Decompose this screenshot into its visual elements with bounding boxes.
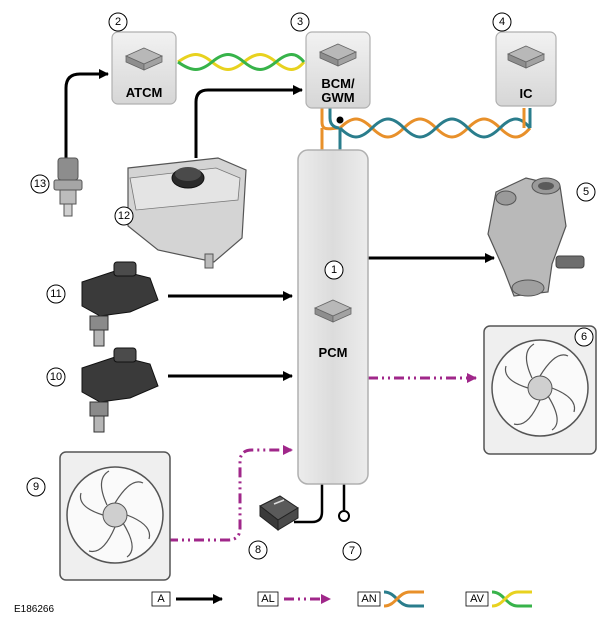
bcm-gwm-module: BCM/ GWM	[305, 31, 371, 109]
svg-text:AV: AV	[470, 593, 485, 605]
legend-item-an: AN	[357, 590, 424, 608]
figure-id: E186266	[14, 604, 54, 615]
svg-text:11: 11	[50, 288, 61, 300]
legend-item-av: AV	[465, 590, 532, 608]
callout-8: 8	[248, 540, 268, 560]
callout-1: 1	[324, 260, 344, 280]
callout-7: 7	[342, 541, 362, 561]
svg-text:AN: AN	[361, 593, 376, 605]
callout-2: 2	[108, 12, 128, 32]
legend-item-al: AL	[257, 591, 331, 607]
svg-text:13: 13	[34, 178, 46, 190]
ic-module: IC	[495, 31, 557, 107]
legend: A AL AN AV	[151, 590, 532, 608]
svg-text:7: 7	[349, 545, 355, 557]
svg-text:6: 6	[581, 331, 587, 343]
fuse-illustration	[259, 495, 299, 532]
atcm-module: ATCM	[111, 31, 177, 105]
bcm-label-line2: GWM	[321, 90, 354, 105]
hardwire-pcm-to-ground	[338, 484, 350, 522]
pressure-switch-illustration	[53, 157, 83, 217]
svg-text:4: 4	[499, 16, 505, 28]
svg-text:5: 5	[583, 186, 589, 198]
thermostat-housing-illustration	[487, 177, 585, 297]
svg-text:1: 1	[331, 264, 337, 276]
svg-text:A: A	[157, 593, 165, 605]
callout-12: 12	[114, 206, 134, 226]
callout-11: 11	[46, 284, 66, 304]
sensor-11-illustration	[81, 261, 159, 347]
cooling-fan-left-illustration	[59, 451, 171, 581]
cooling-fan-right-illustration	[483, 325, 597, 455]
hardwire-pcm-to-fuse	[294, 484, 324, 524]
coolant-tank-illustration	[127, 157, 247, 269]
svg-text:AL: AL	[261, 593, 274, 605]
sensor-10-illustration	[81, 347, 159, 433]
pcm-module: PCM	[297, 149, 369, 485]
callout-10: 10	[46, 367, 66, 387]
callout-13: 13	[30, 174, 50, 194]
svg-text:12: 12	[118, 210, 130, 222]
pwm-9-to-pcm	[168, 445, 293, 542]
svg-text:8: 8	[255, 544, 261, 556]
atcm-label: ATCM	[126, 85, 163, 100]
can-bus-yellow-green	[177, 53, 306, 71]
callout-3: 3	[290, 12, 310, 32]
pcm-label: PCM	[319, 345, 348, 360]
bcm-label-line1: BCM/	[321, 76, 355, 91]
callout-5: 5	[576, 182, 596, 202]
legend-item-a: A	[151, 591, 223, 607]
svg-text:2: 2	[115, 16, 121, 28]
svg-text:9: 9	[33, 481, 39, 493]
ic-label: IC	[520, 86, 534, 101]
hardwire-12-to-bcm	[194, 85, 303, 158]
callout-4: 4	[492, 12, 512, 32]
callout-6: 6	[574, 327, 594, 347]
callout-9: 9	[26, 477, 46, 497]
svg-text:3: 3	[297, 16, 303, 28]
can-bus-orange-blue	[320, 108, 532, 152]
hardwire-13-to-atcm	[64, 69, 109, 158]
svg-text:10: 10	[50, 371, 62, 383]
